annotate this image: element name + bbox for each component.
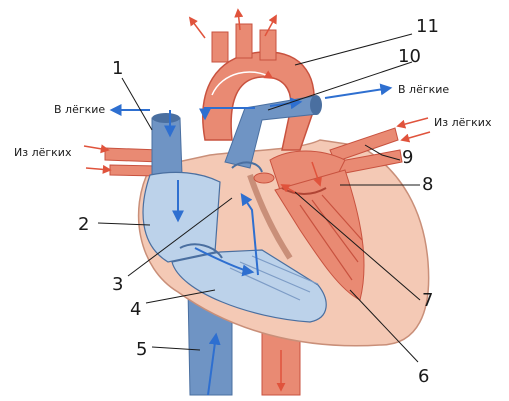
aorta-branch-2 (236, 24, 252, 58)
label-11: 11 (416, 16, 439, 37)
aortic-valve (254, 173, 274, 183)
label-5: 5 (136, 339, 147, 360)
label-8: 8 (422, 174, 433, 195)
label-3: 3 (112, 274, 123, 295)
arrow-from-lungs-right-1 (398, 118, 428, 126)
arrow-from-lungs-right-2 (402, 132, 430, 140)
superior-vena-cava (152, 118, 182, 175)
right-atrium (143, 172, 220, 262)
label-6: 6 (418, 366, 429, 387)
caption-from-lungs-left: Из лёгких (14, 146, 72, 159)
aorta-branch-1 (212, 32, 228, 62)
arrow-from-lungs-left-2 (86, 168, 110, 170)
arrow-to-lungs-right (325, 88, 390, 98)
label-1: 1 (112, 58, 123, 79)
label-9: 9 (402, 147, 413, 168)
label-2: 2 (78, 214, 89, 235)
arrow-from-lungs-left-1 (84, 146, 108, 150)
label-7: 7 (422, 290, 433, 311)
leader-11 (295, 34, 412, 65)
label-10: 10 (398, 46, 421, 67)
label-4: 4 (130, 299, 141, 320)
leader-1 (122, 78, 152, 130)
pulmonary-artery-right-end (310, 95, 322, 115)
superior-vena-cava-opening (152, 113, 180, 123)
arrow-aorta-up-1 (190, 18, 205, 38)
caption-to-lungs-left: В лёгкие (54, 103, 105, 116)
caption-to-lungs-right: В лёгкие (398, 83, 449, 96)
caption-from-lungs-right: Из лёгких (434, 116, 492, 129)
aorta-branch-3 (260, 30, 276, 60)
